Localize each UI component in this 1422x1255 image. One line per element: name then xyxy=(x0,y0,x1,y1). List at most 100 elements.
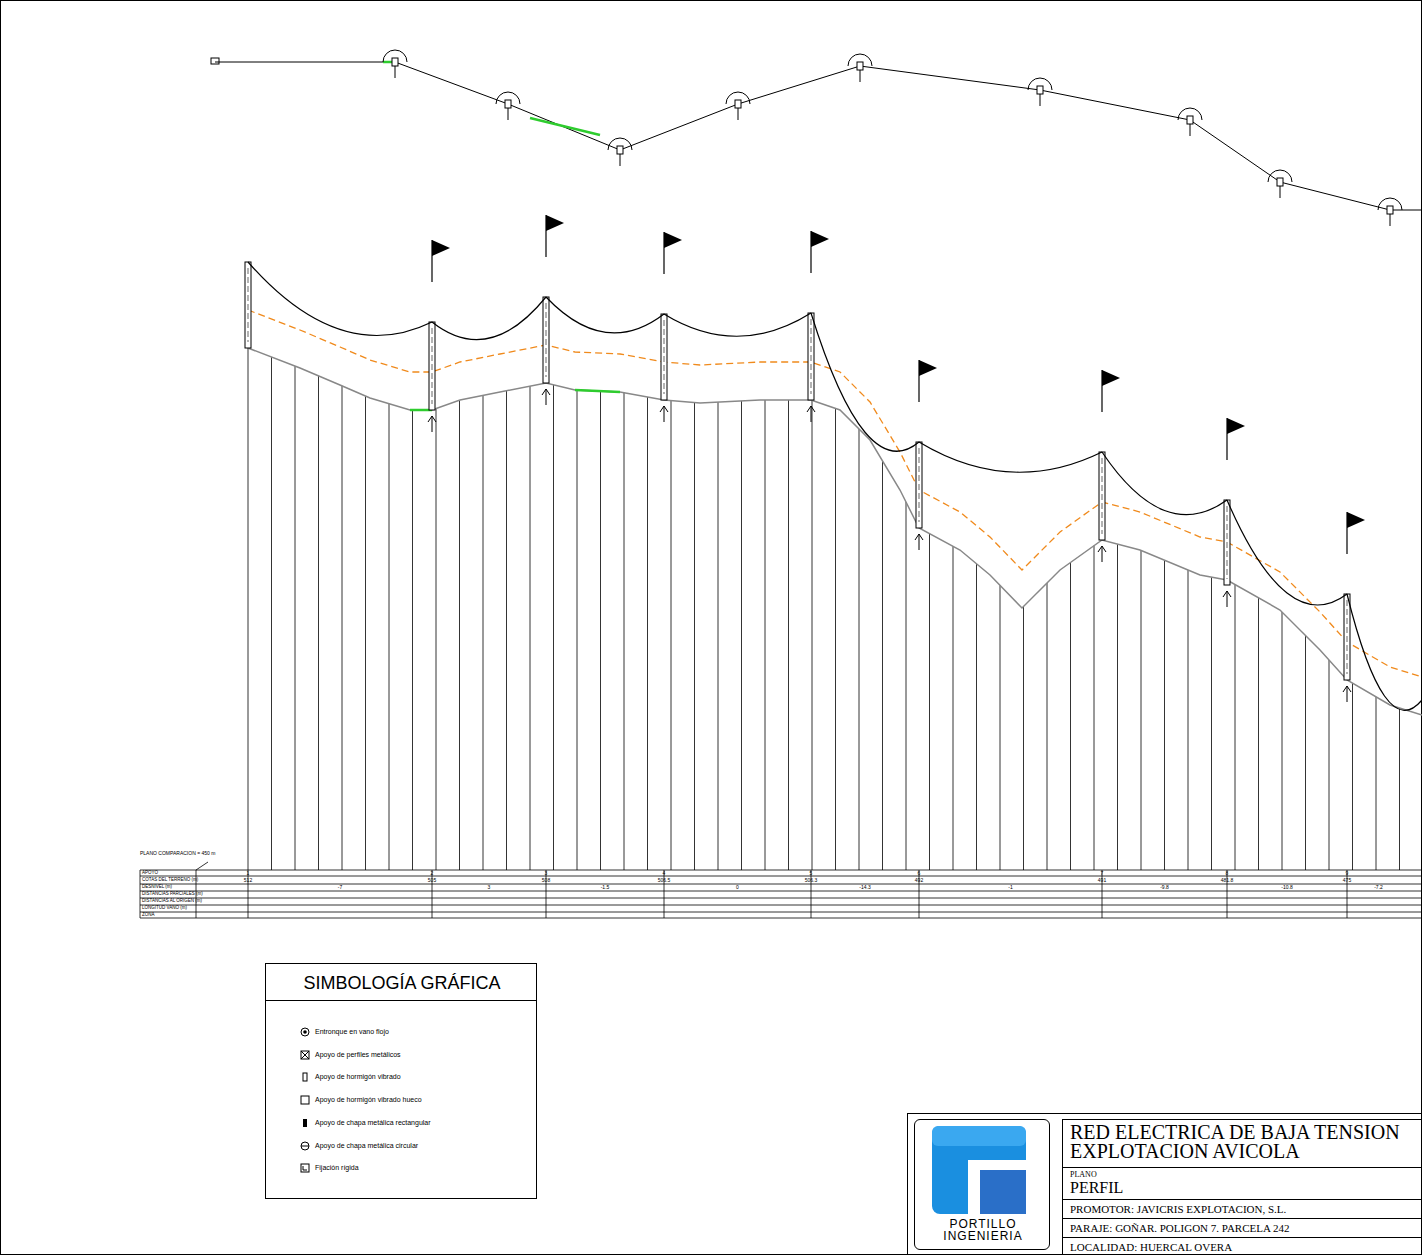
height-difference: -14.3 xyxy=(859,885,870,890)
legend-item: Fijación rígida xyxy=(315,1164,359,1171)
legend-divider xyxy=(266,1000,536,1001)
plan-pole xyxy=(857,62,863,70)
pole-arrow xyxy=(915,534,923,550)
field-caption: PLANO xyxy=(1070,1170,1097,1179)
symbol-part xyxy=(301,1142,309,1150)
plan-pole xyxy=(392,58,398,66)
plane-note: PLANO COMPARACION = 450 m xyxy=(140,851,215,856)
flag xyxy=(1102,370,1120,386)
ground-level: 492 xyxy=(915,878,923,883)
support-number: 5 xyxy=(810,871,813,876)
ground-level: 505 xyxy=(428,878,436,883)
height-difference: -1 xyxy=(1008,885,1012,890)
legend-symbol xyxy=(300,1072,310,1082)
row-header: LONGITUD VANO (m) xyxy=(142,906,187,911)
plan-pole xyxy=(211,58,219,64)
pole-axis xyxy=(546,303,547,377)
support-number: 2 xyxy=(431,871,434,876)
plan-arrow xyxy=(1040,94,1041,106)
conductor xyxy=(1102,452,1227,515)
support-number: 1 xyxy=(247,871,250,876)
pole xyxy=(808,313,814,400)
legend-symbol xyxy=(300,1163,310,1173)
plan-arrow xyxy=(620,154,621,166)
flag xyxy=(811,231,829,247)
row-header: COTAS DEL TERRENO (m) xyxy=(142,878,198,883)
legend-item: Apoyo de hormigón vibrado xyxy=(315,1073,401,1080)
pole-arrow xyxy=(1223,591,1231,607)
plan-green-segment xyxy=(530,118,600,135)
pole-arrow xyxy=(1343,686,1351,702)
legend-item: Apoyo de hormigón vibrado hueco xyxy=(315,1096,422,1103)
legend-symbol xyxy=(300,1027,310,1037)
legend-item: Apoyo de perfiles metálicos xyxy=(315,1051,401,1058)
conductor xyxy=(811,313,919,451)
conductor xyxy=(432,297,546,340)
terrain-line xyxy=(248,348,1422,715)
plan-pole xyxy=(1187,116,1193,124)
symbol-part xyxy=(301,1051,309,1059)
plan-pole xyxy=(735,100,741,108)
company-name: PORTILLO INGENIERIA xyxy=(938,1218,1028,1242)
pole-axis xyxy=(1347,600,1348,674)
title-rule xyxy=(1063,1218,1422,1219)
support-number: 4 xyxy=(663,871,666,876)
height-difference: -9.8 xyxy=(1160,885,1169,890)
logo-box: PORTILLO INGENIERIA xyxy=(914,1119,1050,1250)
height-difference: -1.5 xyxy=(601,885,610,890)
symbol-part xyxy=(301,1096,309,1104)
legend-symbol xyxy=(300,1141,310,1151)
title-block: RED ELECTRICA DE BAJA TENSION EXPLOTACIO… xyxy=(1062,1119,1422,1255)
plan-arrow xyxy=(1190,124,1191,136)
row-header: DISTANCIAS PARCIALES (m) xyxy=(142,892,203,897)
support-number: 3 xyxy=(545,871,548,876)
plan-poles xyxy=(383,50,1402,226)
green-segment xyxy=(575,390,620,392)
plan-arrow xyxy=(1280,186,1281,198)
ground-level: 481.8 xyxy=(1221,878,1234,883)
pole-arrow xyxy=(428,416,436,432)
clearance-line xyxy=(248,310,1422,677)
legend-title: SIMBOLOGÍA GRÁFICA xyxy=(303,973,500,994)
row-header: ZONA xyxy=(142,913,155,918)
height-difference: 3 xyxy=(488,885,491,890)
ground-level: 491 xyxy=(1098,878,1106,883)
support-number: 8 xyxy=(1226,871,1229,876)
conductor xyxy=(664,313,811,336)
pole-arrow xyxy=(807,406,815,422)
height-difference: -7.2 xyxy=(1374,885,1383,890)
pole-axis xyxy=(432,328,433,404)
legend-item: Apoyo de chapa metálica circular xyxy=(315,1142,418,1149)
pole-arrow xyxy=(660,406,668,422)
flag xyxy=(664,232,682,248)
symbol-part xyxy=(301,1145,309,1146)
symbol-part xyxy=(301,1051,309,1059)
pole xyxy=(916,442,922,528)
flag xyxy=(919,360,937,376)
flag xyxy=(432,240,450,256)
ground-level: 506.3 xyxy=(805,878,818,883)
legend-box: SIMBOLOGÍA GRÁFICAEntronque en vano floj… xyxy=(265,963,537,1199)
symbol-part xyxy=(303,1166,307,1170)
flag xyxy=(546,215,564,231)
height-difference: -7 xyxy=(338,885,342,890)
ground-level: 508 xyxy=(542,878,550,883)
symbol-part xyxy=(303,1030,307,1034)
hatching xyxy=(248,348,1400,870)
flag xyxy=(1347,512,1365,528)
row-header: APOYO xyxy=(142,871,158,876)
plan-pole xyxy=(505,100,511,108)
pole xyxy=(661,314,667,400)
flag xyxy=(1227,418,1245,434)
plan-arrow xyxy=(508,108,509,120)
promoter: PROMOTOR: JAVICRIS EXPLOTACION, S.L. xyxy=(1070,1203,1286,1215)
conductor xyxy=(1227,500,1347,605)
height-difference: -10.8 xyxy=(1281,885,1292,890)
data-table xyxy=(140,862,1422,918)
ground-level: 506.5 xyxy=(658,878,671,883)
plan-route xyxy=(215,62,1422,210)
symbol-part xyxy=(303,1073,307,1081)
project-title: RED ELECTRICA DE BAJA TENSION EXPLOTACIO… xyxy=(1070,1123,1422,1161)
pole-axis xyxy=(1227,506,1228,579)
